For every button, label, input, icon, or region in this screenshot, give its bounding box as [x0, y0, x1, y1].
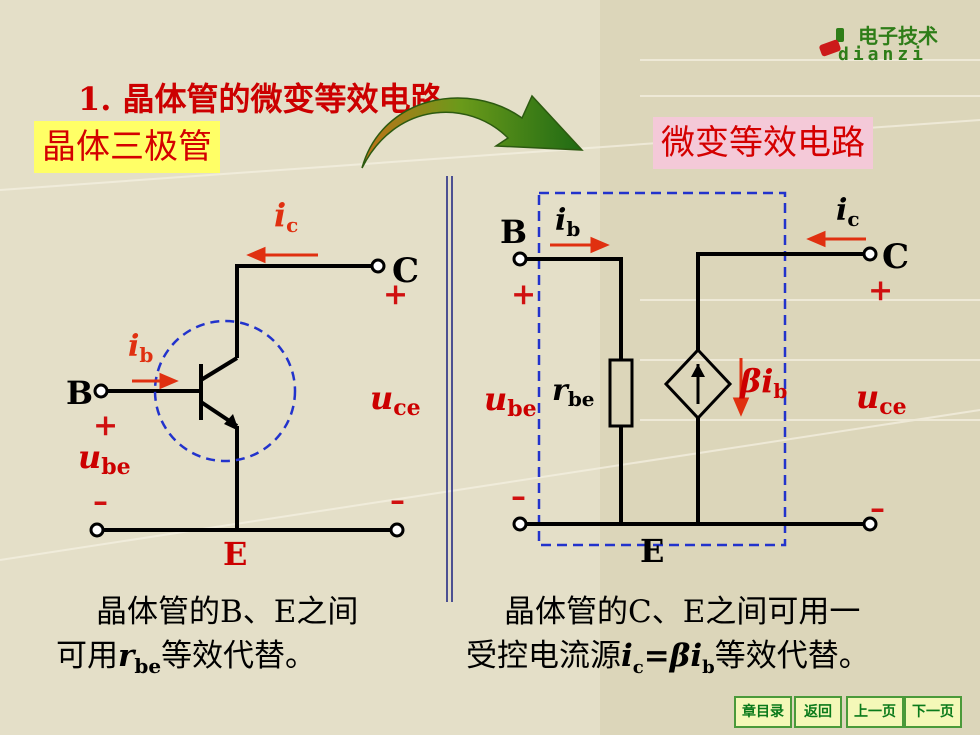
- right-base-label: B: [500, 213, 527, 251]
- ube-label-right: ube: [484, 380, 537, 422]
- previous-page-button[interactable]: 上一页: [846, 696, 904, 728]
- right-collector-terminal: [862, 246, 878, 262]
- equivalent-circuit: [512, 191, 878, 547]
- equivalent-boundary: [537, 191, 787, 547]
- right-emitter-left: [512, 516, 528, 532]
- transform-arrow-icon: [361, 94, 584, 169]
- chapter-index-button[interactable]: 章目录: [734, 696, 792, 728]
- equivalent-circuit-tag: 微变等效电路: [653, 117, 873, 169]
- caption-right-line2: 受控电流源ic=βib等效代替。: [466, 638, 870, 679]
- base-terminal: [93, 383, 109, 399]
- right-emitter-right: [862, 516, 878, 532]
- caption-left-line1: 晶体管的B、E之间: [96, 594, 359, 630]
- divider-line: [446, 176, 453, 602]
- collector-label: C: [392, 251, 419, 291]
- plus-uce-right: +: [868, 273, 893, 308]
- back-button[interactable]: 返回: [794, 696, 842, 728]
- logo-icon: [819, 28, 844, 57]
- caption-left-line2: 可用rbe等效代替。: [56, 638, 317, 679]
- caption-right-line1: 晶体管的C、E之间可用一: [504, 594, 861, 630]
- beta-ib-label: βib: [739, 362, 787, 403]
- ib-label-left: ib: [128, 329, 153, 367]
- plus-uce-left: +: [383, 277, 408, 312]
- uce-label-left: uce: [370, 379, 421, 421]
- minus-uce-right: –: [870, 491, 885, 526]
- ube-label-left: ube: [78, 438, 131, 480]
- plus-ube-left: +: [93, 408, 118, 443]
- emitter-terminal-right: [389, 522, 405, 538]
- transistor-tag: 晶体三极管: [34, 121, 220, 173]
- emitter-label-left: E: [223, 535, 247, 573]
- right-collector-label: C: [882, 237, 909, 277]
- transistor-outline: [153, 319, 297, 463]
- minus-ube-right: –: [511, 479, 526, 514]
- right-base-terminal: [512, 251, 528, 267]
- minus-ube-left: –: [93, 484, 108, 519]
- rbe-resistor: [608, 358, 634, 428]
- emitter-terminal-left: [89, 522, 105, 538]
- ic-label-right: ic: [836, 193, 860, 231]
- base-label: B: [66, 374, 93, 412]
- logo-subtitle: dianzi: [838, 44, 928, 65]
- ib-label-right: ib: [555, 203, 580, 241]
- rbe-label: rbe: [552, 373, 595, 411]
- plus-ube-right: +: [511, 277, 536, 312]
- uce-label-right: uce: [856, 378, 907, 420]
- slide-title: 1. 晶体管的微变等效电路: [78, 80, 443, 118]
- next-page-button[interactable]: 下一页: [904, 696, 962, 728]
- logo-title: 电子技术: [858, 24, 938, 48]
- controlled-source-icon: [663, 347, 733, 421]
- ic-label-left: ic: [274, 196, 298, 237]
- transistor-circuit: [89, 246, 405, 538]
- collector-terminal: [370, 258, 386, 274]
- minus-uce-left: –: [390, 483, 405, 518]
- emitter-label-right: E: [640, 532, 664, 570]
